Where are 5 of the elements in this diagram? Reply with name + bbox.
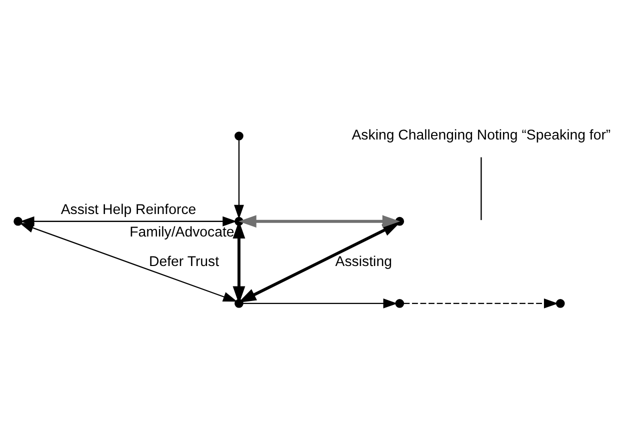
edge-label: Defer Trust: [149, 254, 220, 270]
node-text: Asking Challenging Noting “Speaking for”: [352, 127, 611, 144]
edge-label: Assisting: [335, 254, 392, 270]
node-label: Family/Advocate: [130, 224, 234, 240]
edge-label: Assist Help Reinforce: [60, 201, 196, 218]
